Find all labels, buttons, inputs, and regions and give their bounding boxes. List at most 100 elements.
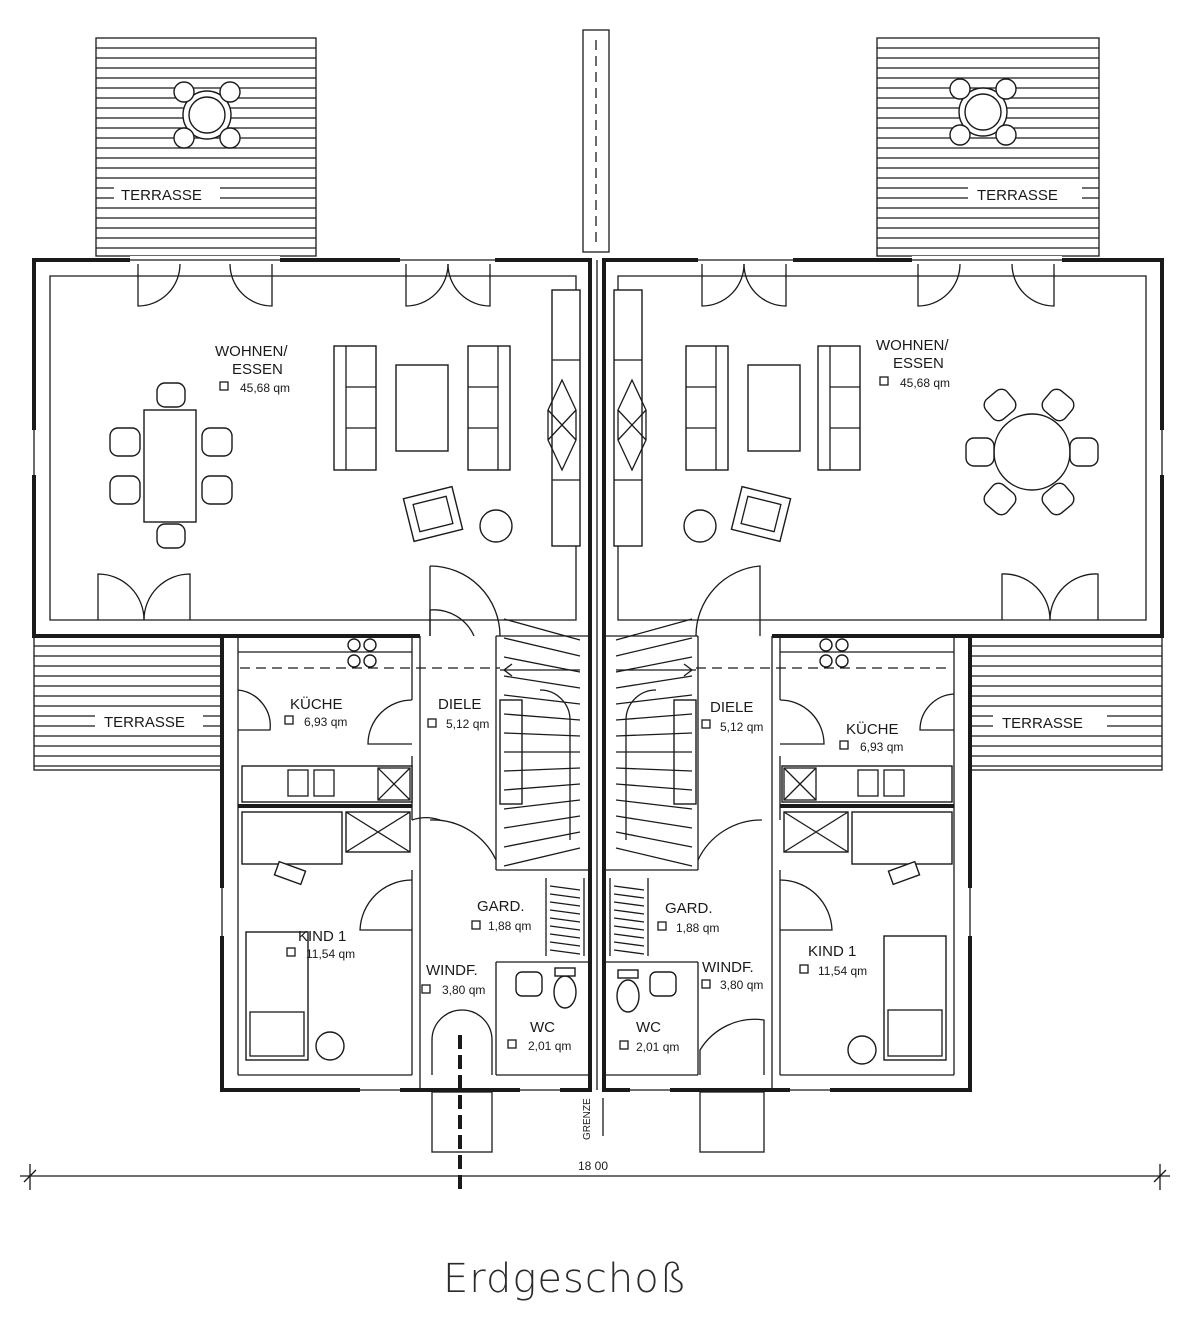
staircase-right	[615, 618, 697, 867]
child-name-left: KIND 1	[298, 928, 346, 945]
sofa-set-right	[683, 345, 861, 543]
hatch-line	[615, 637, 693, 657]
stair-handrail	[539, 689, 571, 840]
hatch-line	[549, 933, 581, 939]
garden-table-right	[949, 78, 1017, 146]
dining-table-left	[109, 382, 233, 549]
hatch-line	[503, 799, 581, 810]
hatch-line	[615, 618, 693, 641]
vestibule-area-right: 3,80 qm	[720, 978, 763, 992]
wardrobe-right	[613, 885, 645, 955]
garden-wall	[582, 29, 610, 253]
hatch-line	[503, 847, 581, 867]
hatch-line	[549, 917, 581, 923]
windows	[30, 256, 1166, 1094]
hall-name-left: DIELE	[438, 696, 481, 713]
wardrobe-area-left: 1,88 qm	[488, 919, 531, 933]
exterior-walls	[32, 258, 1164, 1092]
hatch-line	[613, 925, 645, 931]
kitchen-name-right: KÜCHE	[846, 720, 899, 738]
wc-name-left: WC	[530, 1019, 555, 1036]
hatch-line	[503, 767, 581, 772]
hall-area-left: 5,12 qm	[446, 717, 489, 731]
hatch-line	[613, 901, 645, 907]
hatch-line	[503, 637, 581, 657]
hatch-line	[615, 694, 693, 705]
hatch-line	[503, 732, 581, 737]
wardrobe-name-left: GARD.	[477, 898, 525, 915]
hatch-line	[615, 815, 693, 829]
hatch-line	[613, 917, 645, 923]
labels-left: WOHNEN/ ESSEN 45,68 qm KÜCHE 6,93 qm DIE…	[215, 343, 571, 1053]
living-name2-left: ESSEN	[232, 361, 283, 378]
hatch-line	[549, 893, 581, 899]
hatch-line	[503, 815, 581, 829]
shelf-right	[613, 289, 647, 547]
hatch-line	[549, 941, 581, 947]
dimension-line	[20, 1164, 1170, 1190]
hatch-line	[549, 901, 581, 907]
wc-name-right: WC	[636, 1019, 661, 1036]
child-room-left	[241, 811, 411, 1061]
wc-left	[515, 967, 577, 1009]
hatch-line	[615, 831, 693, 848]
hatch-line	[613, 933, 645, 939]
terrace-top-left: TERRASSE	[95, 37, 317, 257]
living-name2-right: ESSEN	[893, 355, 944, 372]
terrace-top-left-label: TERRASSE	[121, 187, 202, 204]
hatch-line	[615, 713, 693, 721]
wc-right	[616, 969, 677, 1013]
wc-area-right: 2,01 qm	[636, 1040, 679, 1054]
kitchen-name-left: KÜCHE	[290, 695, 343, 713]
hatch-line	[615, 783, 693, 791]
terrace-side-left: TERRASSE	[33, 635, 223, 771]
stair-handrail	[625, 689, 657, 840]
wardrobe-name-right: GARD.	[665, 900, 713, 917]
hatch-line	[503, 831, 581, 848]
hatch-line	[503, 618, 581, 641]
hatch-line	[615, 732, 693, 737]
garden-table-left	[173, 81, 241, 149]
child-area-left: 11,54 qm	[306, 947, 355, 961]
hatch-line	[613, 941, 645, 947]
hatch-line	[613, 885, 645, 891]
sofa-set-left	[333, 345, 513, 543]
vestibule-area-left: 3,80 qm	[442, 983, 485, 997]
hatch-line	[503, 694, 581, 705]
boundary-label: GRENZE	[582, 1098, 593, 1140]
living-area-right: 45,68 qm	[900, 376, 950, 390]
terrace-side-right: TERRASSE	[969, 635, 1163, 771]
terrace-doors	[97, 263, 1099, 621]
hatch-line	[615, 799, 693, 810]
plan-title: Erdgeschoß	[443, 1256, 688, 1302]
hatch-line	[549, 949, 581, 955]
hatch-line	[615, 767, 693, 772]
hatch-line	[549, 909, 581, 915]
interior-walls	[222, 634, 970, 1090]
living-name-right: WOHNEN/	[876, 337, 949, 354]
hatch-line	[503, 713, 581, 721]
hatch-line	[615, 847, 693, 867]
staircase-left	[499, 618, 581, 867]
hatch-line	[503, 783, 581, 791]
wardrobe-area-right: 1,88 qm	[676, 921, 719, 935]
hall-area-right: 5,12 qm	[720, 720, 763, 734]
terrace-side-right-label: TERRASSE	[1002, 715, 1083, 732]
terrace-top-right: TERRASSE	[876, 37, 1100, 257]
hatch-line	[613, 949, 645, 955]
hatch-line	[549, 925, 581, 931]
wardrobe-left	[549, 885, 581, 955]
child-room-right	[783, 811, 953, 1065]
shelf-left	[547, 289, 581, 547]
hatch-line	[613, 909, 645, 915]
vestibule-name-right: WINDF.	[702, 959, 754, 976]
hatch-line	[613, 893, 645, 899]
wc-area-left: 2,01 qm	[528, 1039, 571, 1053]
living-name-left: WOHNEN/	[215, 343, 288, 360]
interior-doors	[237, 565, 955, 931]
terrace-top-right-label: TERRASSE	[977, 187, 1058, 204]
dimension-label: 18 00	[578, 1159, 608, 1173]
round-dining-table-right	[965, 388, 1099, 516]
kitchen-right	[781, 638, 953, 803]
